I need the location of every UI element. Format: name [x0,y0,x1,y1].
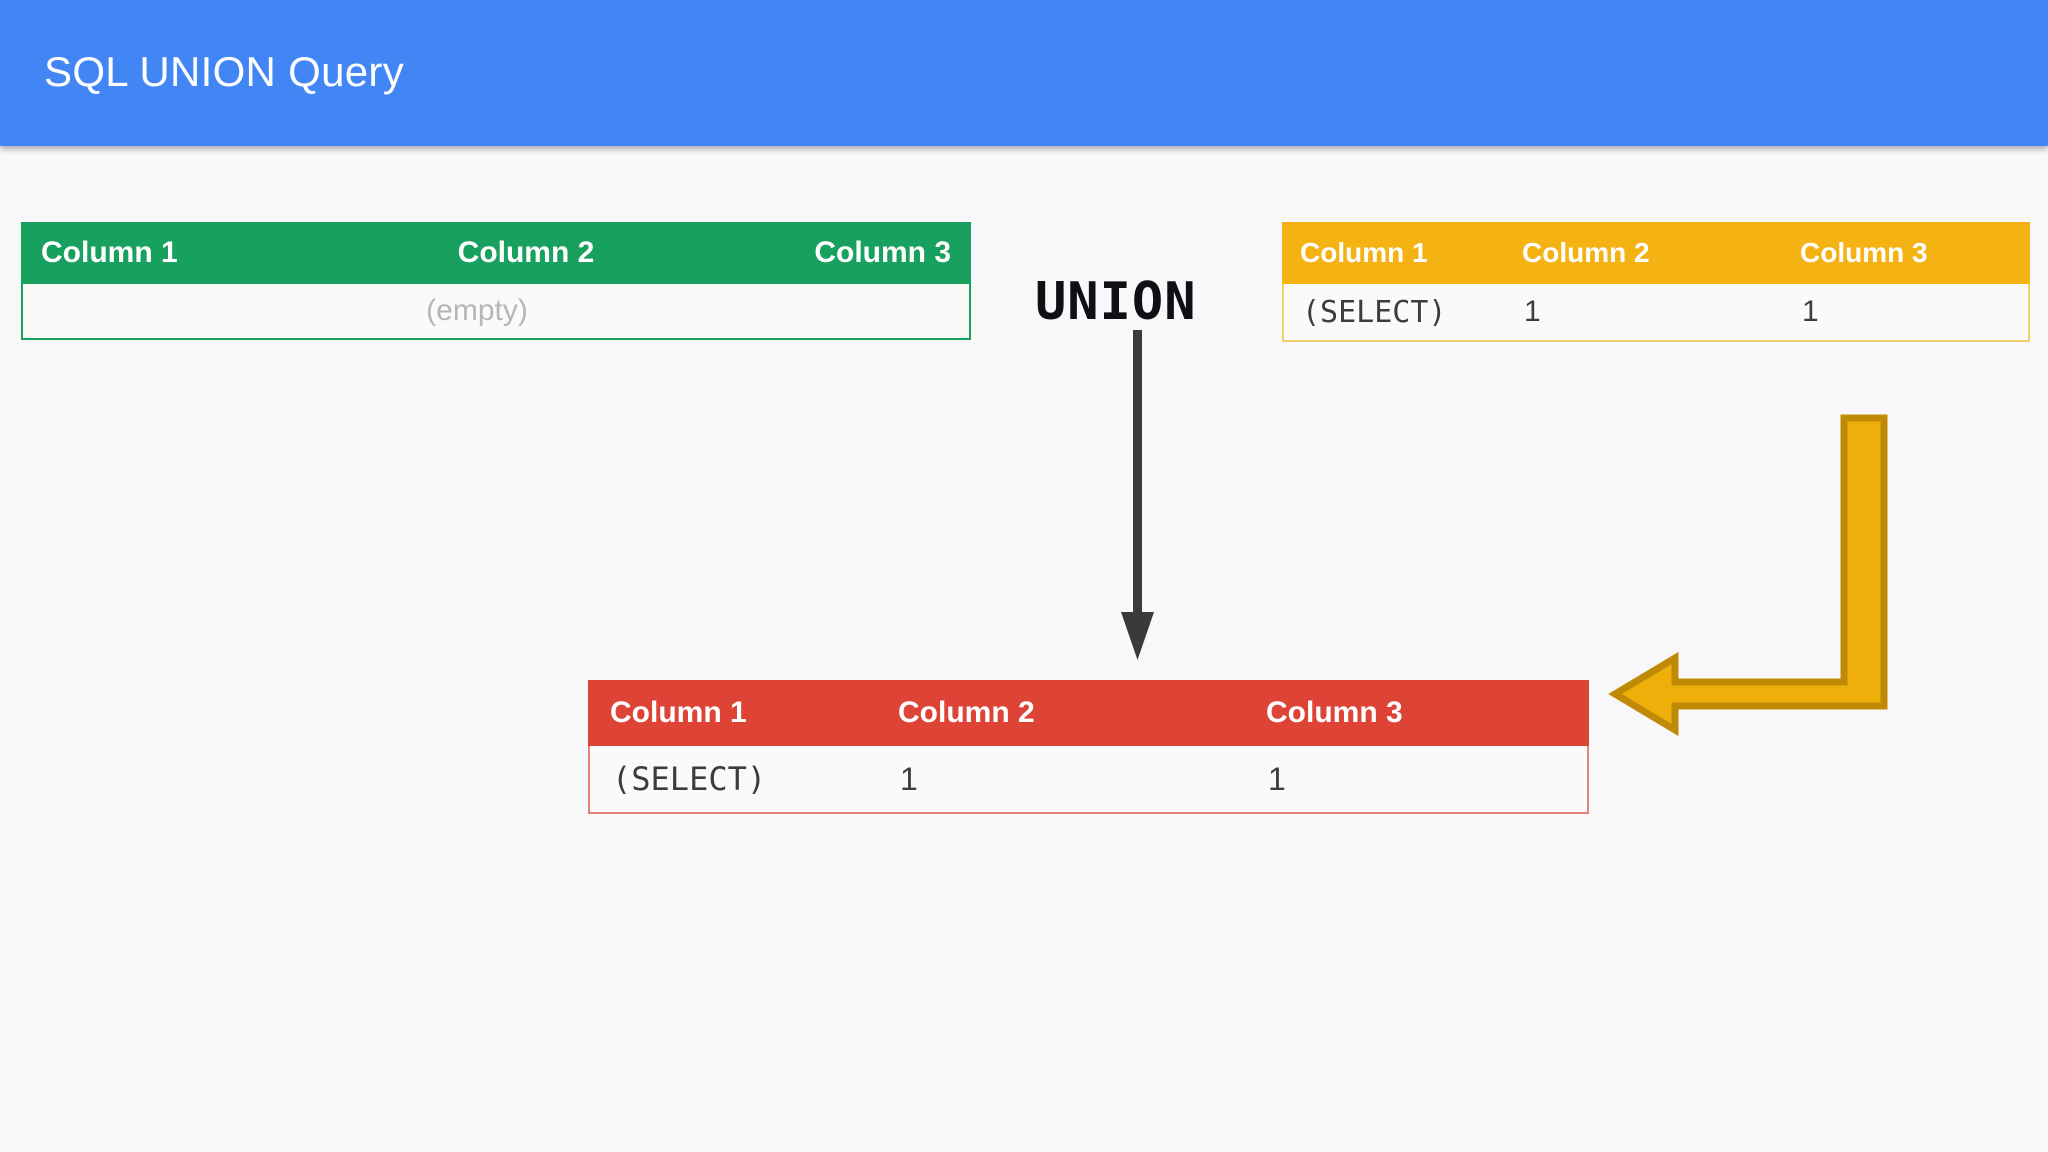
right-operand-table: Column 1 Column 2 Column 3 (SELECT) 1 1 [1282,222,2030,342]
cell-column-1: (SELECT) [612,760,767,798]
table-header-row: Column 1 Column 2 Column 3 [21,222,971,284]
page-title: SQL UNION Query [44,48,405,95]
cell-column-3: 1 [1268,760,1286,797]
table-row: (SELECT) 1 1 [1282,284,2030,342]
column-header-1: Column 1 [610,696,747,729]
empty-state-label: (empty) [426,294,528,327]
cell-column-3: 1 [1802,295,1819,328]
column-header-3: Column 3 [814,236,951,269]
cell-column-1: (SELECT) [1302,294,1447,330]
result-table: Column 1 Column 2 Column 3 (SELECT) 1 1 [588,680,1589,814]
cell-column-2: 1 [900,760,918,797]
table-header-row: Column 1 Column 2 Column 3 [588,680,1589,746]
column-header-2: Column 2 [1522,237,1650,268]
column-header-3: Column 3 [1266,696,1403,729]
column-header-1: Column 1 [1300,237,1428,268]
arrow-down-icon [1121,330,1154,660]
arrow-elbow-left-icon [1608,414,1888,737]
column-header-2: Column 2 [457,236,595,269]
union-operator-label: UNION [1035,272,1197,332]
cell-column-2: 1 [1524,295,1541,328]
column-header-3: Column 3 [1800,237,1928,268]
column-header-2: Column 2 [898,696,1035,729]
column-header-1: Column 1 [41,236,178,269]
table-header-row: Column 1 Column 2 Column 3 [1282,222,2030,284]
app-header: SQL UNION Query [0,0,2048,146]
table-row: (empty) [21,284,971,340]
table-row: (SELECT) 1 1 [588,746,1589,814]
left-operand-table: Column 1 Column 2 Column 3 (empty) [21,222,971,340]
